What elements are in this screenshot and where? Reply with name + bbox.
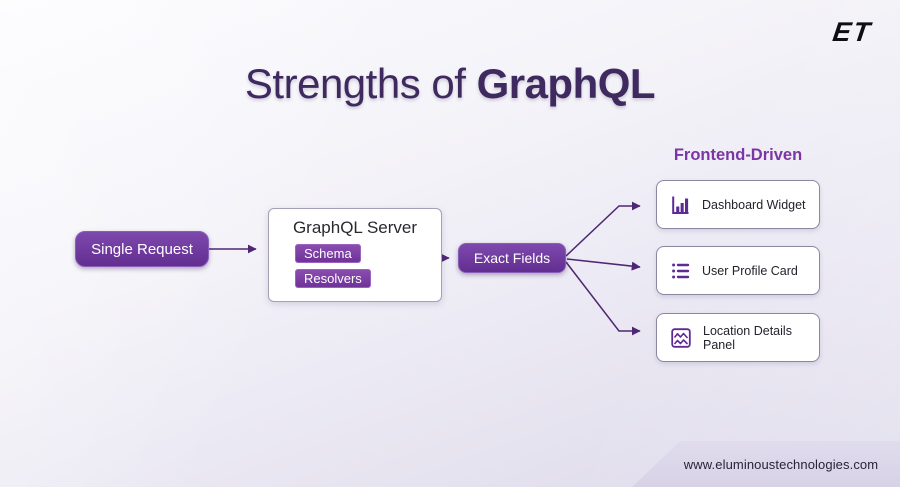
user-profile-card: User Profile Card bbox=[656, 246, 820, 295]
schema-tag: Schema bbox=[295, 244, 361, 263]
dashboard-widget-card: Dashboard Widget bbox=[656, 180, 820, 229]
arrow-fields-to-location bbox=[565, 261, 641, 336]
website-url: www.eluminoustechnologies.com bbox=[683, 456, 879, 472]
location-details-card: Location Details Panel bbox=[656, 313, 820, 362]
arrow-fields-to-dashboard bbox=[565, 201, 641, 257]
card-label: Dashboard Widget bbox=[702, 197, 806, 212]
page-title-bold: GraphQL bbox=[476, 60, 656, 107]
card-label: Location Details Panel bbox=[703, 323, 792, 352]
frontend-driven-heading: Frontend-Driven bbox=[673, 146, 803, 164]
brand-logo: ET bbox=[831, 17, 875, 47]
resolvers-tag: Resolvers bbox=[295, 269, 371, 288]
bar-chart-icon bbox=[670, 194, 691, 216]
single-request-node: Single Request bbox=[75, 231, 209, 267]
footer-banner: www.eluminoustechnologies.com bbox=[632, 441, 900, 487]
exact-fields-node: Exact Fields bbox=[458, 243, 566, 273]
image-icon bbox=[670, 327, 692, 349]
card-label: User Profile Card bbox=[702, 263, 798, 278]
arrow-fields-to-profile bbox=[566, 258, 641, 271]
page-title: Strengths of GraphQL bbox=[0, 60, 900, 108]
page-title-regular: Strengths of bbox=[244, 60, 466, 107]
list-icon bbox=[670, 260, 691, 282]
graphql-server-node: GraphQL Server Schema Resolvers bbox=[268, 208, 442, 302]
server-title: GraphQL Server bbox=[292, 218, 418, 237]
